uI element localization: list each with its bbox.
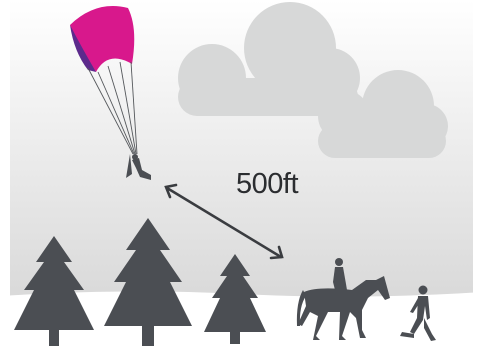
distance-label: 500ft [236,168,298,201]
